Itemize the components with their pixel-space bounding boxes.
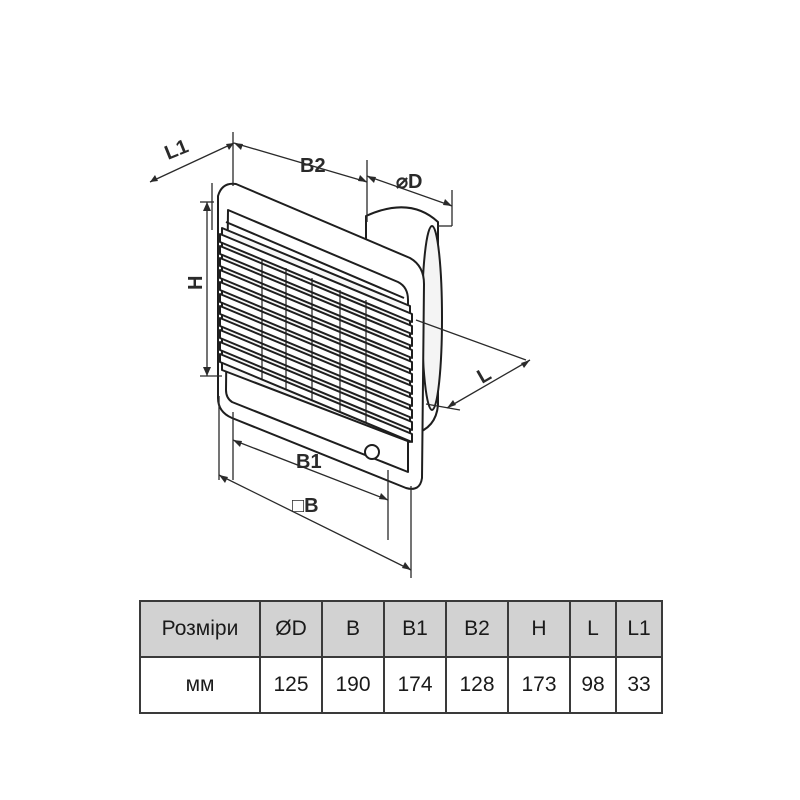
value-cell: 173	[507, 656, 571, 714]
dim-line-b1	[232, 439, 389, 501]
value-cell: 190	[321, 656, 385, 714]
top-lip	[225, 221, 405, 299]
label-b: □B	[292, 495, 319, 517]
label-l1: L1	[162, 135, 192, 164]
value-cell: 128	[445, 656, 509, 714]
inner-blades	[261, 260, 367, 422]
value-cell: 33	[615, 656, 663, 714]
header-cell: L1	[615, 600, 663, 658]
value-cell: 125	[259, 656, 323, 714]
header-cell: B2	[445, 600, 509, 658]
header-cell: B1	[383, 600, 447, 658]
value-cell: 98	[569, 656, 617, 714]
louver-slats	[219, 233, 413, 443]
table-header-row: Розміри ØD B B1 B2 H L L1	[139, 600, 663, 658]
dim-line-l1	[149, 142, 235, 183]
dimension-arrows	[150, 143, 530, 570]
label-b1: B1	[296, 451, 322, 473]
fan-dimension-diagram: L1 B2 ⌀D H L B1 □B	[149, 132, 531, 578]
label-h: H	[185, 276, 207, 290]
dim-line-b2	[233, 142, 368, 183]
dim-line-l	[446, 359, 531, 409]
dimensions-table: Розміри ØD B B1 B2 H L L1 мм 125 190 174…	[139, 600, 663, 714]
header-cell: L	[569, 600, 617, 658]
header-cell: B	[321, 600, 385, 658]
header-label-cell: Розміри	[139, 600, 261, 658]
value-cell: 174	[383, 656, 447, 714]
label-b2: B2	[300, 155, 326, 177]
unit-cell: мм	[139, 656, 261, 714]
dimension-lines	[149, 132, 531, 578]
indicator-button	[364, 444, 380, 460]
table-row: мм 125 190 174 128 173 98 33	[139, 656, 663, 714]
dim-line-b	[218, 474, 412, 571]
header-cell: H	[507, 600, 571, 658]
duct-spigot-end	[421, 225, 443, 411]
header-cell: ØD	[259, 600, 323, 658]
label-l: L	[474, 363, 496, 388]
dim-line-d	[366, 175, 453, 207]
fan-drawing	[217, 182, 443, 490]
label-d: ⌀D	[396, 171, 422, 193]
